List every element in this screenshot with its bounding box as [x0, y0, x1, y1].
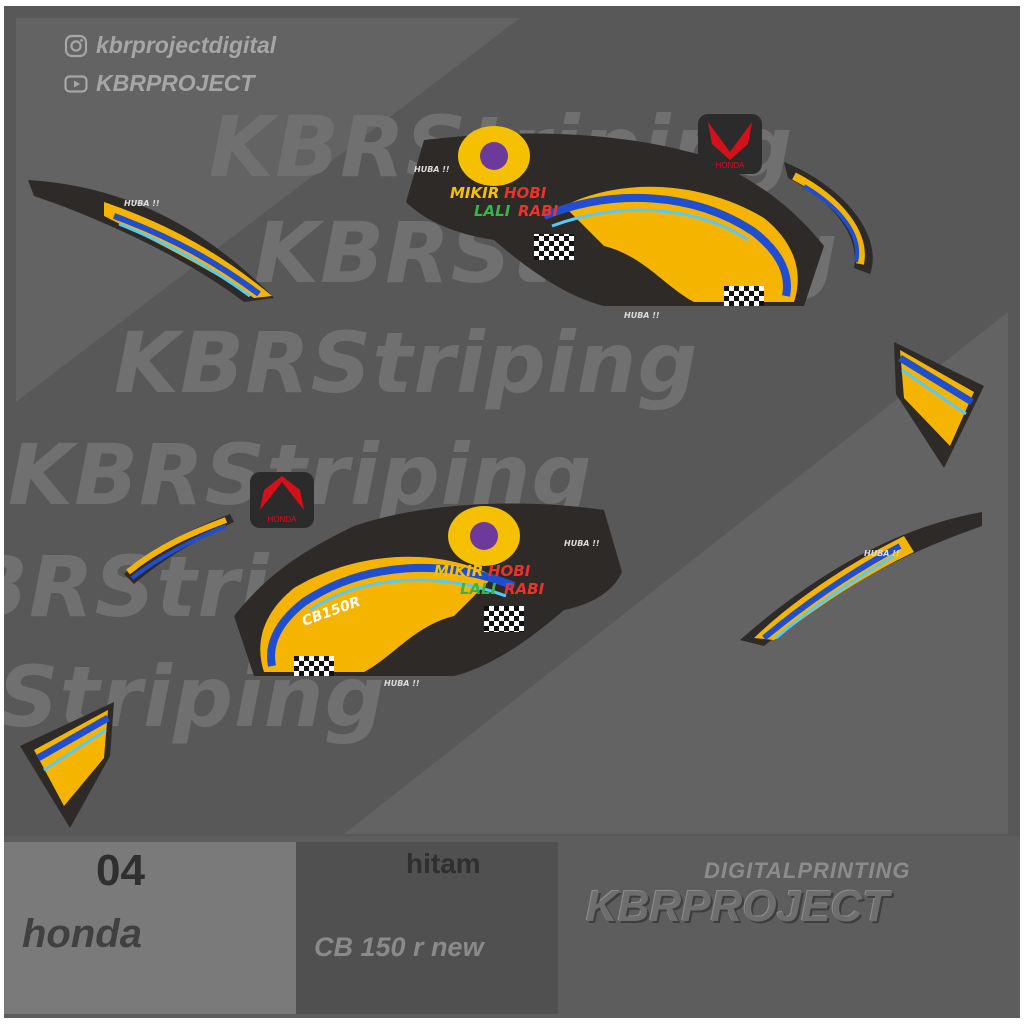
decal-shroud-right [894, 342, 984, 468]
huba-label-4: HUBA !! [564, 539, 600, 548]
decal-artwork: HUBA !! MIKIR HOBI LALI RABI HUBA !! HUB… [20, 114, 984, 828]
instagram-icon [64, 34, 88, 57]
honda-label-bottom: HONDA [268, 515, 298, 524]
bg-triangle-right [344, 312, 1008, 834]
huba-label-1: HUBA !! [124, 199, 160, 208]
honda-emblem-bottom: HONDA [250, 472, 314, 528]
slogan-mikir-bottom: MIKIR [434, 562, 483, 580]
huba-label-3: HUBA !! [624, 311, 660, 320]
slogan-lali-bottom: LALI [460, 580, 497, 598]
logo-digitalprinting: DIGITALPRINTING [704, 858, 911, 883]
instagram-handle-row: kbrprojectdigital [64, 32, 276, 59]
huba-label-5: HUBA !! [384, 679, 420, 688]
slogan-rabi-bottom: RABI [504, 580, 545, 598]
slogan-rabi-top: RABI [518, 202, 559, 220]
product-model: CB 150 r new [314, 932, 484, 962]
honda-emblem-top: HONDA [698, 114, 762, 174]
huba-label-6: HUBA !! [864, 549, 900, 558]
decal-fender-left-middle [124, 514, 234, 584]
slogan-hobi-top: HOBI [504, 184, 547, 202]
product-brand: honda [22, 912, 142, 956]
info-panel-left [4, 842, 296, 1014]
huba-label-2: HUBA !! [414, 165, 450, 174]
youtube-icon [64, 74, 88, 93]
decal-tail-right-top [784, 162, 873, 274]
youtube-handle: KBRPROJECT [96, 70, 255, 96]
background-shapes [4, 18, 1020, 1018]
slogan-lali-top: LALI [474, 202, 511, 220]
logo-kbrproject: KBRPROJECT [586, 882, 890, 931]
slogan-hobi-bottom: HOBI [488, 562, 531, 580]
info-panel-middle [296, 842, 558, 1014]
instagram-handle: kbrprojectdigital [96, 32, 277, 58]
watermark-row-3: KBRStriping [114, 314, 699, 412]
product-number: 04 [96, 846, 145, 895]
decal-tank-bottom: MIKIR HOBI LALI RABI CB150R HUBA !! HUBA… [234, 503, 622, 688]
decal-tail-right-bottom: HUBA !! [740, 512, 982, 646]
decal-tank-top: MIKIR HOBI LALI RABI HUBA !! HUBA !! [406, 126, 824, 320]
product-canvas: KBRStriping KBRStriping KBRStriping KBRS… [4, 6, 1020, 1018]
youtube-handle-row: KBRPROJECT [64, 70, 254, 97]
slogan-mikir-top: MIKIR [450, 184, 499, 202]
product-color: hitam [406, 848, 481, 879]
honda-label-top: HONDA [716, 161, 746, 170]
bg-triangle-top-left [16, 18, 520, 402]
decal-fender-left-top: HUBA !! [28, 180, 274, 302]
decal-shroud-left-bottom [20, 702, 114, 828]
